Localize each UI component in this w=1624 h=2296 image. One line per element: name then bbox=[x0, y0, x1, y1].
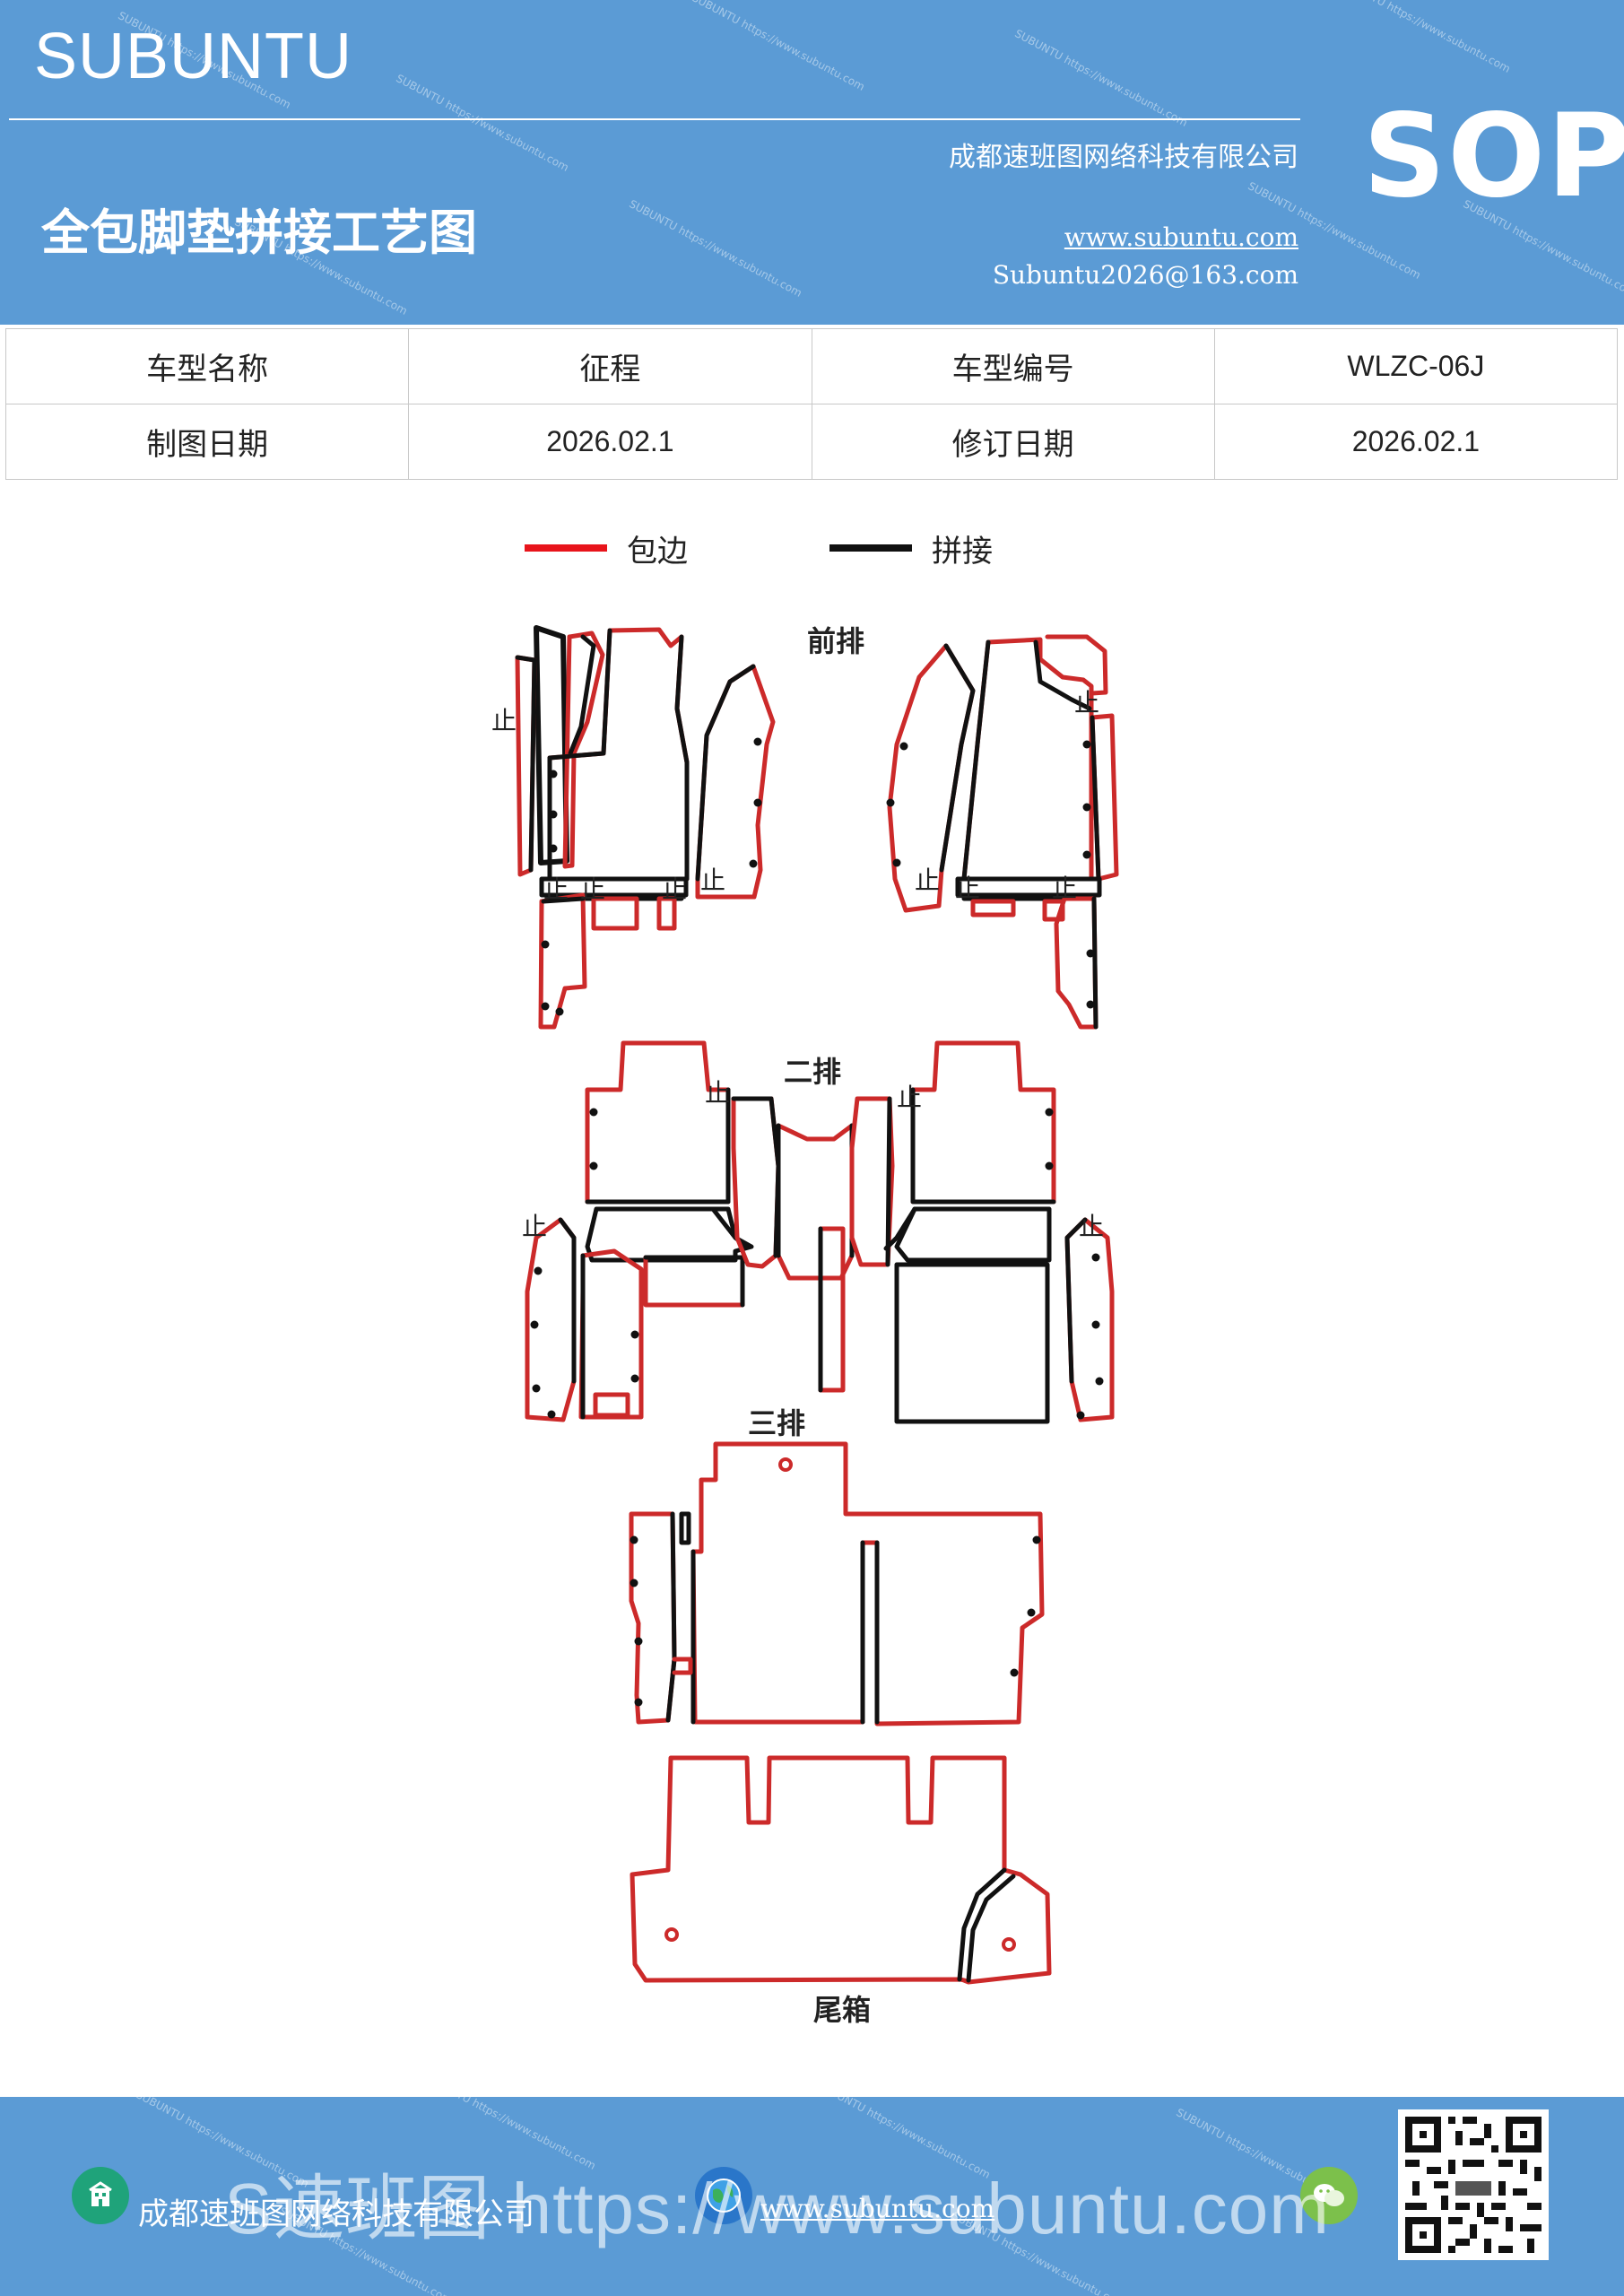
stop-mark: 止 bbox=[705, 1078, 730, 1108]
section-label-trunk: 尾箱 bbox=[813, 1993, 872, 2027]
table-row: 车型名称 征程 车型编号 WLZC-06J bbox=[4, 328, 1619, 404]
legend-swatch bbox=[829, 544, 912, 552]
wechat-icon bbox=[1300, 2167, 1358, 2224]
mat-drawing: 止 止 止 止 止 止 止 止 止 止 止 止 止 bbox=[491, 625, 1119, 1985]
sop-badge: SOP bbox=[1363, 90, 1624, 223]
watermark: SUBUNTU https://www.subuntu.com bbox=[1335, 0, 1513, 75]
legend-item-edge: 包边 bbox=[525, 527, 688, 570]
header-banner: SUBUNTU https://www.subuntu.com SUBUNTU … bbox=[0, 0, 1624, 325]
front-right-mats bbox=[886, 634, 1119, 1030]
page-title: 全包脚垫拼接工艺图 bbox=[41, 204, 477, 261]
stop-mark: 止 bbox=[1079, 1212, 1104, 1241]
watermark: SUBUNTU https://www.subuntu.com bbox=[690, 0, 867, 93]
stop-mark: 止 bbox=[1052, 874, 1077, 903]
front-left-mats bbox=[515, 625, 776, 1030]
stop-mark: 止 bbox=[662, 874, 687, 904]
table-cell: 修订日期 bbox=[811, 404, 1215, 480]
footer-company-name: 成都速班图网络科技有限公司 bbox=[138, 2196, 534, 2232]
building-icon bbox=[72, 2167, 129, 2224]
vehicle-info-table: 车型名称 征程 车型编号 WLZC-06J 制图日期 2026.02.1 修订日… bbox=[4, 328, 1619, 480]
footer-banner: SUBUNTU https://www.subuntu.com SUBUNTU … bbox=[0, 2097, 1624, 2296]
stop-mark: 止 bbox=[580, 874, 605, 904]
company-name: 成都速班图网络科技有限公司 bbox=[949, 142, 1298, 173]
table-cell: 征程 bbox=[408, 328, 812, 404]
stop-mark: 止 bbox=[491, 706, 517, 735]
stop-mark: 止 bbox=[543, 874, 569, 904]
watermark: SUBUNTU https://www.subuntu.com bbox=[1012, 27, 1190, 129]
table-row: 制图日期 2026.02.1 修订日期 2026.02.1 bbox=[4, 404, 1619, 480]
brand-logo: SUBUNTU bbox=[34, 21, 353, 92]
watermark: SUBUNTU https://www.subuntu.com bbox=[627, 197, 804, 300]
section-label-third: 三排 bbox=[748, 1406, 806, 1440]
stop-mark: 止 bbox=[955, 874, 980, 903]
header-divider bbox=[9, 118, 1300, 120]
website-link[interactable]: www.subuntu.com bbox=[1064, 222, 1298, 252]
stop-mark: 止 bbox=[700, 865, 725, 895]
table-cell: 车型编号 bbox=[811, 328, 1215, 404]
qr-code[interactable] bbox=[1398, 2109, 1549, 2260]
third-row-mats bbox=[629, 1441, 1045, 1726]
legend-item-seam: 拼接 bbox=[829, 527, 993, 570]
mat-diagram: 前排 二排 三排 尾箱 bbox=[0, 610, 1624, 2045]
footer-watermark-overlay: S速班图 https://www.subuntu.com bbox=[224, 2169, 1330, 2248]
section-label-front: 前排 bbox=[807, 624, 865, 658]
legend-label: 包边 bbox=[627, 533, 688, 570]
globe-icon bbox=[695, 2167, 752, 2224]
trunk-mat bbox=[630, 1755, 1052, 1985]
section-label-second: 二排 bbox=[784, 1055, 842, 1089]
stop-marks: 止 止 止 止 止 止 止 止 止 止 止 止 止 bbox=[491, 688, 1104, 1241]
stop-mark: 止 bbox=[1074, 688, 1099, 718]
stop-mark: 止 bbox=[522, 1212, 547, 1241]
table-cell: 2026.02.1 bbox=[1213, 404, 1619, 480]
second-row-mats bbox=[525, 1040, 1115, 1424]
stop-mark: 止 bbox=[897, 1083, 922, 1112]
watermark: SUBUNTU https://www.subuntu.com bbox=[394, 72, 571, 174]
contact-email[interactable]: Subuntu2026@163.com bbox=[992, 260, 1298, 290]
legend-swatch bbox=[525, 544, 607, 552]
table-cell: 制图日期 bbox=[4, 404, 410, 480]
table-cell: WLZC-06J bbox=[1213, 328, 1619, 404]
stop-mark: 止 bbox=[915, 865, 940, 895]
legend-label: 拼接 bbox=[932, 533, 993, 570]
footer-website-link[interactable]: www.subuntu.com bbox=[760, 2194, 995, 2223]
table-cell: 2026.02.1 bbox=[408, 404, 812, 480]
table-cell: 车型名称 bbox=[4, 328, 410, 404]
